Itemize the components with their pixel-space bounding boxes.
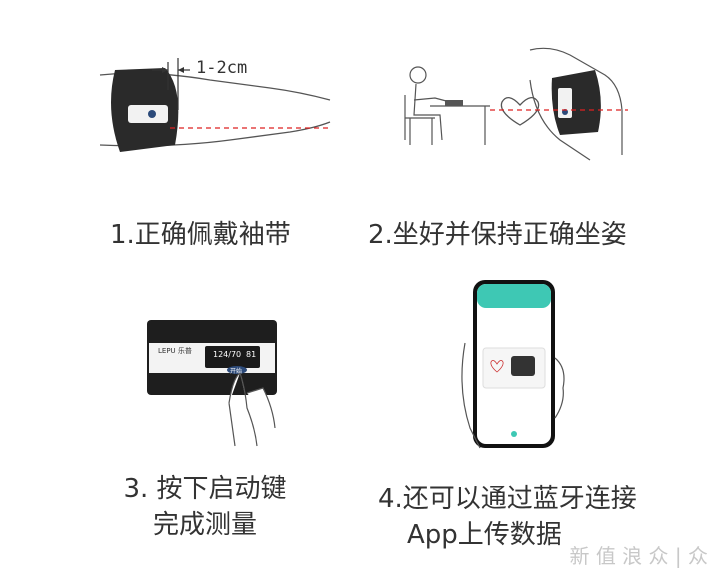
step2-caption: 2.坐好并保持正确坐姿	[368, 220, 627, 250]
device-screen	[205, 346, 260, 368]
step4-caption-line2: App上传数据	[407, 520, 562, 550]
device-reading: 124/70	[213, 350, 242, 359]
step4-caption-line1: 4.还可以通过蓝牙连接	[378, 484, 637, 514]
cuff-placement-illustration	[99, 58, 331, 152]
desk	[430, 105, 490, 145]
chair	[404, 95, 435, 145]
arm-cuff-display	[558, 88, 572, 118]
holding-hand	[461, 342, 565, 449]
measure-label: 1-2cm	[196, 58, 248, 78]
measure-arrowhead-right	[178, 67, 184, 73]
sitting-posture-illustration	[404, 47, 628, 161]
device-start-label: 开始	[230, 368, 243, 375]
app-device-image	[511, 356, 535, 376]
arm-cuff	[551, 70, 601, 135]
device-start-button	[227, 366, 247, 374]
measure-arrowhead-left	[162, 67, 168, 73]
app-nav-dot	[511, 431, 517, 437]
step1-caption: 1.正确佩戴袖带	[110, 220, 291, 250]
heart-icon	[500, 97, 540, 126]
device-press-illustration	[147, 320, 277, 447]
step3-caption-line1: 3. 按下启动键	[123, 474, 287, 504]
app-heart-icon	[490, 360, 504, 373]
upper-arm-outline	[529, 47, 623, 161]
desk-device	[445, 100, 463, 106]
device-pulse: 81	[246, 350, 257, 359]
phone-app-illustration	[461, 280, 565, 449]
cuff-button	[148, 110, 156, 118]
pressing-hand	[228, 372, 276, 447]
app-header	[477, 284, 551, 308]
watermark: 新 值 浪 众 | 众	[569, 544, 708, 568]
person-head	[409, 66, 427, 84]
step3-caption-line2: 完成测量	[152, 510, 257, 540]
device-brand: LEPU 乐普	[158, 347, 192, 355]
